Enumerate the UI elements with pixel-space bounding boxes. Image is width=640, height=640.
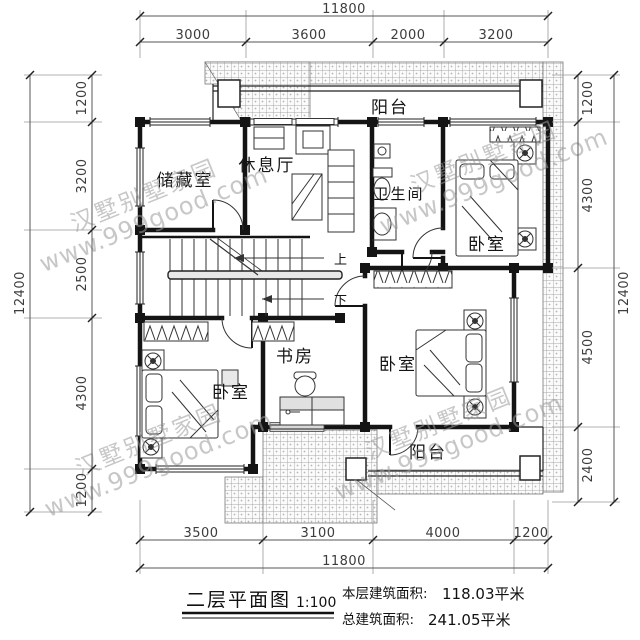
door-bedroom-bl	[221, 317, 253, 349]
dim-top-seg-2: 2000	[390, 28, 425, 43]
roof-tile-hatch	[204, 61, 564, 524]
total-area-label: 总建筑面积:	[342, 612, 414, 628]
window-lounge-slider	[249, 117, 339, 127]
dim-left-seg-3: 4300	[75, 375, 90, 410]
dimensions-bottom: 3500 3100 4000 1200 11800	[135, 500, 553, 574]
label-lounge: 休息厅	[239, 156, 296, 176]
dim-left-total: 12400	[13, 271, 28, 315]
dim-left-seg-2: 2500	[75, 256, 90, 291]
dim-right-seg-1: 4300	[581, 177, 596, 212]
stairs-up-label: 上	[334, 253, 347, 268]
dim-bottom-seg-2: 4000	[425, 526, 460, 541]
fan-icon	[141, 349, 165, 373]
dim-top-seg-3: 3200	[478, 28, 513, 43]
title-block: 二层平面图 1:100 本层建筑面积: 118.03平米 总建筑面积: 241.…	[182, 585, 525, 629]
fan-icon	[139, 435, 163, 459]
window-bedroom-br-right	[509, 297, 519, 383]
door-study	[334, 275, 366, 307]
furniture-bedroom-tr	[455, 126, 541, 257]
furniture-bath	[372, 143, 397, 241]
label-bath: 卫生间	[373, 185, 424, 203]
balcony-columns	[217, 79, 543, 481]
dim-right-seg-2: 4500	[581, 329, 596, 364]
label-balcony-bottom: 阳台	[409, 443, 447, 463]
dim-bottom-seg-3: 1200	[513, 526, 548, 541]
window-stairs-left	[135, 251, 145, 305]
furniture-lounge	[253, 125, 355, 233]
watermark: 汉墅别墅家园 www.999good.com	[35, 155, 272, 278]
plan-scale: 1:100	[296, 595, 336, 611]
door-balcony-bottom	[389, 426, 419, 456]
stairs-down-label: 下	[334, 294, 347, 309]
balcony-top-railing	[212, 84, 543, 122]
door-bedroom-tr	[412, 227, 444, 259]
dimensions-top: 11800 3000 3600 2000 3200	[135, 2, 553, 58]
stairs	[167, 236, 343, 316]
window-bedroom-bl-bottom	[155, 464, 245, 474]
window-storage-left	[135, 147, 145, 207]
door-storage	[212, 199, 244, 231]
total-area-value: 241.05平米	[428, 611, 511, 629]
dim-bottom-seg-1: 3100	[300, 526, 335, 541]
label-balcony-top: 阳台	[371, 98, 409, 118]
label-bedroom-bl: 卧室	[212, 383, 250, 403]
dim-left-seg-1: 3200	[75, 158, 90, 193]
dim-left-seg-0: 1200	[75, 80, 90, 115]
dim-right-total: 12400	[617, 271, 632, 315]
label-study: 书房	[276, 347, 314, 367]
window-bath-top	[377, 117, 425, 127]
furniture-bedroom-bl	[139, 321, 295, 459]
dim-right-seg-3: 2400	[581, 447, 596, 482]
furniture-study	[279, 371, 345, 426]
dim-right-seg-0: 1200	[581, 80, 596, 115]
dim-top-seg-0: 3000	[175, 28, 210, 43]
label-bedroom-tr: 卧室	[468, 235, 506, 255]
fan-icon	[513, 141, 537, 165]
dimensions-right: 1200 4300 4500 2400 12400	[552, 70, 632, 507]
label-bedroom-br: 卧室	[379, 355, 417, 375]
dim-bottom-total: 11800	[322, 554, 366, 569]
dim-left-seg-4: 1200	[75, 472, 90, 507]
dim-top-total: 11800	[322, 2, 366, 17]
label-storage: 储藏室	[157, 171, 214, 191]
floor-area-label: 本层建筑面积:	[342, 586, 428, 602]
window-bedroom-tr-top	[449, 117, 537, 127]
dimensions-left: 12400 1200 3200 2500 4300 1200	[13, 70, 102, 517]
dim-top-seg-1: 3600	[291, 28, 326, 43]
plan-title: 二层平面图	[186, 589, 291, 611]
structural-columns	[135, 117, 553, 474]
window-storage-top	[149, 117, 211, 127]
floor-area-value: 118.03平米	[442, 585, 525, 603]
windows	[135, 117, 537, 474]
dim-bottom-seg-0: 3500	[183, 526, 218, 541]
room-labels: 阳台 储藏室 休息厅 卫生间 卧室 卧室 卧室 书房 阳台	[157, 98, 506, 463]
furniture-bedroom-br	[373, 270, 487, 419]
fan-icon	[463, 309, 487, 333]
